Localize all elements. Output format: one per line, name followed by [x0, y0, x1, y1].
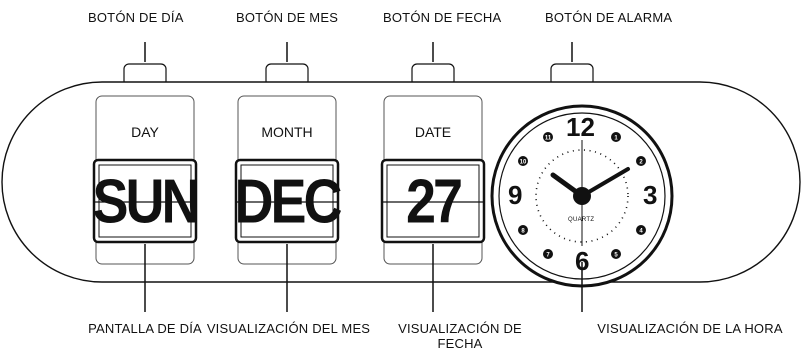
svg-text:1: 1	[614, 136, 618, 142]
month-panel-label: MONTH	[261, 124, 313, 140]
minor-numerals	[518, 132, 646, 259]
clock-numeral-12: 12	[566, 112, 595, 142]
clock-brand: QUARTZ	[568, 217, 595, 223]
svg-text:2: 2	[639, 160, 643, 166]
svg-text:5: 5	[614, 253, 618, 259]
label-month-button: BOTÓN DE MES	[236, 10, 339, 25]
label-date-display: VISUALIZACIÓN DE FECHA	[398, 321, 522, 351]
label-time-display: VISUALIZACIÓN DE LA HORA	[597, 321, 783, 336]
day-display-value: SUN	[92, 167, 200, 237]
label-month-display: VISUALIZACIÓN DEL MES	[206, 321, 371, 336]
label-date-button: BOTÓN DE FECHA	[383, 10, 502, 25]
clock-numeral-6: 6	[575, 246, 590, 276]
day-panel-label: DAY	[131, 124, 159, 140]
label-alarm-button: BOTÓN DE ALARMA	[545, 10, 673, 25]
flaps	[92, 158, 486, 244]
bottom-callout-lines	[144, 244, 583, 312]
date-display-value: 27	[405, 167, 463, 237]
label-day-display: PANTALLA DE DÍA	[88, 321, 202, 336]
clock-numeral-9: 9	[508, 180, 523, 210]
top-callout-lines	[144, 42, 573, 62]
date-panel-label: DATE	[414, 124, 452, 140]
svg-text:10: 10	[520, 160, 527, 166]
clock-numeral-3: 3	[643, 180, 658, 210]
svg-text:8: 8	[521, 229, 525, 235]
svg-text:4: 4	[639, 229, 643, 235]
label-day-button: BOTÓN DE DÍA	[88, 10, 184, 25]
svg-text:7: 7	[546, 253, 550, 259]
svg-text:11: 11	[545, 136, 552, 142]
month-display-value: DEC	[234, 167, 342, 237]
